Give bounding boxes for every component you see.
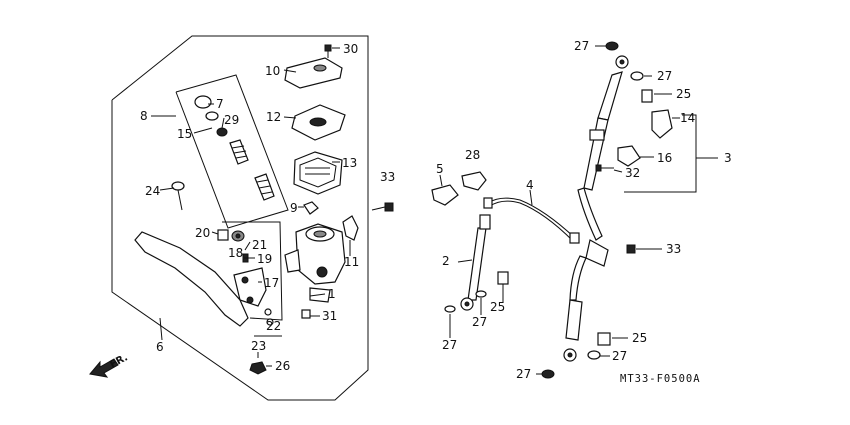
callout-32: 32 xyxy=(625,166,640,180)
clamp-28 xyxy=(461,171,487,191)
callout-1: 1 xyxy=(328,287,336,301)
bracket-3 xyxy=(624,114,697,193)
callout-6: 6 xyxy=(156,340,164,354)
callout-12: 12 xyxy=(266,110,281,124)
callout-24: 24 xyxy=(145,184,160,198)
callout-33-right: 33 xyxy=(666,242,681,256)
brake-hose-short xyxy=(460,214,491,311)
cap-screw xyxy=(324,44,332,58)
front-direction-arrow: FR. xyxy=(89,352,130,378)
callout-11: 11 xyxy=(344,255,359,269)
callout-26: 26 xyxy=(275,359,290,373)
bolt-25-lower xyxy=(497,271,509,296)
adjuster-bolt-24 xyxy=(171,181,185,211)
diagram-code: MT33-F0500A xyxy=(620,373,701,385)
bolt-25-bottom xyxy=(597,332,611,346)
callout-27-hose-a: 27 xyxy=(472,315,487,329)
callout-25-top: 25 xyxy=(676,87,691,101)
piston-parts xyxy=(194,95,275,201)
leader-lines xyxy=(151,45,680,375)
callout-3: 3 xyxy=(724,151,732,165)
brake-lever xyxy=(134,231,249,327)
callout-13: 13 xyxy=(342,156,357,170)
callout-21: 21 xyxy=(252,238,267,252)
callout-5: 5 xyxy=(436,162,444,176)
nut-26 xyxy=(249,361,267,375)
diaphragm-plate xyxy=(291,104,346,141)
callout-27-top: 27 xyxy=(574,39,589,53)
washer-27-b xyxy=(475,290,487,298)
washer-27-lowest xyxy=(541,369,555,379)
callout-labels: 30 10 7 8 29 15 12 13 24 9 33 20 21 18 1… xyxy=(140,39,732,381)
direction-label: FR. xyxy=(108,352,130,370)
clamp-5 xyxy=(431,184,459,206)
callout-10: 10 xyxy=(265,64,280,78)
bolt-33-right xyxy=(626,244,636,254)
master-cylinder-body xyxy=(284,223,346,303)
callout-25-lower: 25 xyxy=(490,300,505,314)
bolt-33-left xyxy=(371,202,394,212)
reservoir-cap xyxy=(284,57,343,89)
cover-14 xyxy=(651,109,673,139)
bolt-31 xyxy=(301,309,311,319)
bolt-32 xyxy=(595,164,614,172)
subgroup-outline xyxy=(175,74,289,229)
callout-33-left: 33 xyxy=(380,170,395,184)
callout-15: 15 xyxy=(177,127,192,141)
callout-4: 4 xyxy=(526,178,534,192)
callout-27-mid: 27 xyxy=(657,69,672,83)
washer-27-mid xyxy=(630,71,644,81)
callout-27-lowest: 27 xyxy=(516,367,531,381)
clamp-16 xyxy=(617,145,641,167)
callout-27-bottom-right: 27 xyxy=(612,349,627,363)
screws-22 xyxy=(264,308,274,326)
callout-8: 8 xyxy=(140,109,148,123)
washer-27-bottom xyxy=(587,350,601,360)
assembly-outline xyxy=(111,35,369,401)
callout-28: 28 xyxy=(465,148,480,162)
callout-22: 22 xyxy=(266,319,281,333)
bolt-25-top xyxy=(641,89,653,103)
callout-2: 2 xyxy=(442,254,450,268)
callout-27-hose-b: 27 xyxy=(442,338,457,352)
callout-7: 7 xyxy=(216,97,224,111)
washer-27-a xyxy=(444,305,456,313)
small-screw-9 xyxy=(303,201,319,215)
boot-clip xyxy=(342,215,359,241)
pipe-nut-right xyxy=(569,232,580,244)
callout-19: 19 xyxy=(257,252,272,266)
callout-18: 18 xyxy=(228,246,243,260)
brake-pipe xyxy=(487,197,576,239)
callout-20: 20 xyxy=(195,226,210,240)
brake-hose-long xyxy=(563,55,629,362)
callout-31: 31 xyxy=(322,309,337,323)
callout-16: 16 xyxy=(657,151,672,165)
pipe-nut-left xyxy=(483,197,493,209)
callout-14: 14 xyxy=(680,111,695,125)
callout-25-bottom: 25 xyxy=(632,331,647,345)
callout-30: 30 xyxy=(343,42,358,56)
lever-outline xyxy=(222,221,283,321)
callout-9: 9 xyxy=(290,201,298,215)
callout-29: 29 xyxy=(224,113,239,127)
callout-17: 17 xyxy=(264,276,279,290)
diaphragm xyxy=(293,151,343,195)
callout-23: 23 xyxy=(251,339,266,353)
washer-27-top xyxy=(605,41,619,51)
